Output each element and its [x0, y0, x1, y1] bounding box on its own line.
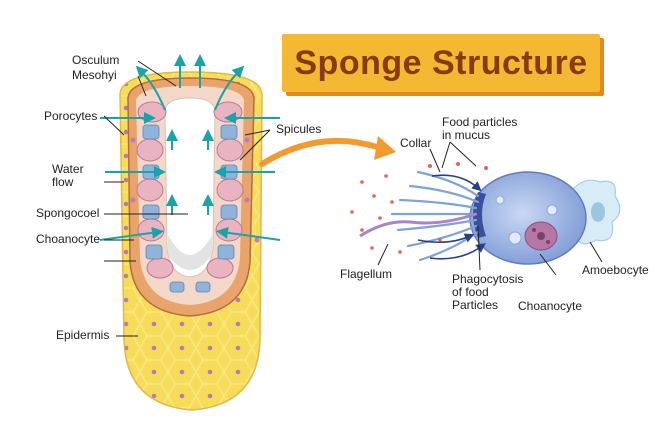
collar-microvilli — [390, 170, 480, 262]
chambers-left — [136, 101, 174, 279]
label-food-particles: Food particles in mucus — [442, 115, 518, 142]
label-porocytes: Porocytes — [44, 109, 98, 123]
right-leader-lines — [377, 141, 603, 276]
connector-arrow — [259, 137, 383, 167]
water-flow-arrows — [99, 54, 281, 241]
label-choanocyte-left: Choanocyte — [36, 232, 101, 246]
label-collar: Collar — [400, 136, 432, 150]
label-flagellum: Flagellum — [340, 267, 393, 281]
label-osculum: Osculum — [72, 53, 120, 67]
label-spicules: Spicules — [276, 122, 322, 136]
chambers-right — [206, 101, 244, 279]
label-amoebocyte: Amoebocyte — [582, 263, 649, 277]
label-phagocytosis: Phagocytosis of food Particles — [452, 272, 524, 312]
label-spongocoel: Spongocoel — [36, 206, 100, 220]
page-title: Sponge Structure — [294, 43, 588, 82]
label-choanocyte-right: Choanocyte — [518, 299, 583, 313]
flagellum — [359, 212, 477, 238]
spongocoel-base — [168, 235, 212, 270]
porocyte-dots — [130, 137, 260, 243]
label-mesohyl: Mesohyi — [72, 68, 117, 82]
title-banner: Sponge Structure — [282, 34, 600, 92]
food-particles — [350, 162, 488, 254]
choanocyte-cell — [469, 171, 587, 265]
label-water-flow: Water flow — [52, 162, 84, 189]
collar-flow-arrows — [417, 174, 486, 260]
spongocoel-cavity — [164, 97, 216, 278]
label-epidermis: Epidermis — [56, 328, 110, 342]
leader-lines — [103, 60, 271, 337]
